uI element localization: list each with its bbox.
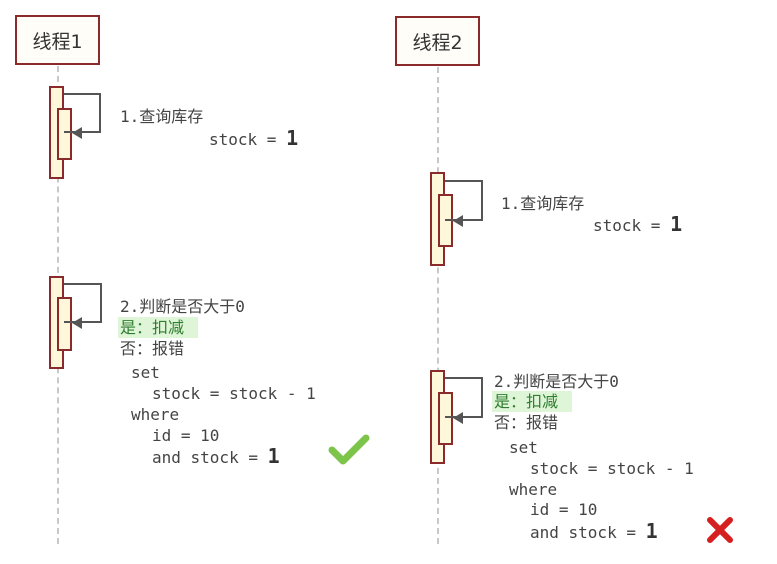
thread2-sql-id: id = 10 xyxy=(530,500,598,519)
thread1-self-call-1 xyxy=(64,93,101,133)
cross-icon xyxy=(707,517,733,543)
thread1-arrowhead-2 xyxy=(72,317,82,329)
thread2-step2-yes: 是：扣减 xyxy=(492,391,573,412)
thread2-sql-and-text: and stock = xyxy=(530,523,646,542)
thread2-step2-no: 否：报错 xyxy=(494,413,559,432)
thread2-lifeline xyxy=(437,67,439,544)
thread2-step1-stock: stock = 1 xyxy=(593,214,682,236)
thread2-sql-and: and stock = 1 xyxy=(530,521,658,543)
thread1-sql-stock: stock = stock - 1 xyxy=(152,384,316,403)
thread2-arrowhead-2 xyxy=(453,412,463,424)
thread1-sql-id: id = 10 xyxy=(152,426,220,445)
thread2-step1-value: 1 xyxy=(670,212,683,236)
thread2-activation-2-inner xyxy=(438,392,453,445)
thread1-step2-yes-highlight: 是：扣减 xyxy=(118,317,199,338)
thread1-sql-and: and stock = 1 xyxy=(152,446,280,468)
thread1-sql-set: set xyxy=(131,363,160,382)
thread1-title: 线程1 xyxy=(32,30,83,53)
thread2-step2-yes-highlight: 是：扣减 xyxy=(492,391,573,412)
thread2-header: 线程2 xyxy=(395,16,480,66)
thread2-title: 线程2 xyxy=(412,31,463,54)
thread1-step1-label: 1.查询库存 xyxy=(120,107,204,126)
thread1-step2-label: 2.判断是否大于0 xyxy=(120,297,245,316)
thread2-self-call-1 xyxy=(445,180,483,221)
thread2-step2-label: 2.判断是否大于0 xyxy=(494,372,619,391)
thread1-step2-yes: 是：扣减 xyxy=(118,317,199,338)
thread1-header: 线程1 xyxy=(15,15,100,65)
thread1-self-call-2 xyxy=(64,283,102,323)
thread2-self-call-2 xyxy=(445,377,483,418)
thread2-sql-stock: stock = stock - 1 xyxy=(530,459,694,478)
thread2-sql-set: set xyxy=(509,438,538,457)
thread1-activation-2-inner xyxy=(57,297,72,351)
thread1-sql-and-text: and stock = xyxy=(152,448,268,467)
thread2-arrowhead-1 xyxy=(453,215,463,227)
thread1-sql-where: where xyxy=(131,405,180,424)
thread1-step1-value: 1 xyxy=(286,126,299,150)
thread1-arrowhead-1 xyxy=(72,127,82,139)
checkmark-icon xyxy=(328,434,370,465)
thread1-sql-value: 1 xyxy=(267,444,280,468)
thread2-step1-stock-text: stock = xyxy=(593,216,671,235)
thread1-step2-no: 否：报错 xyxy=(120,339,185,358)
thread2-step1-label: 1.查询库存 xyxy=(501,194,585,213)
thread1-activation-1-inner xyxy=(57,108,72,160)
thread1-step1-stock-text: stock = xyxy=(209,130,287,149)
thread2-sql-value: 1 xyxy=(645,519,658,543)
thread2-sql-where: where xyxy=(509,480,558,499)
thread1-step1-stock: stock = 1 xyxy=(209,128,298,150)
